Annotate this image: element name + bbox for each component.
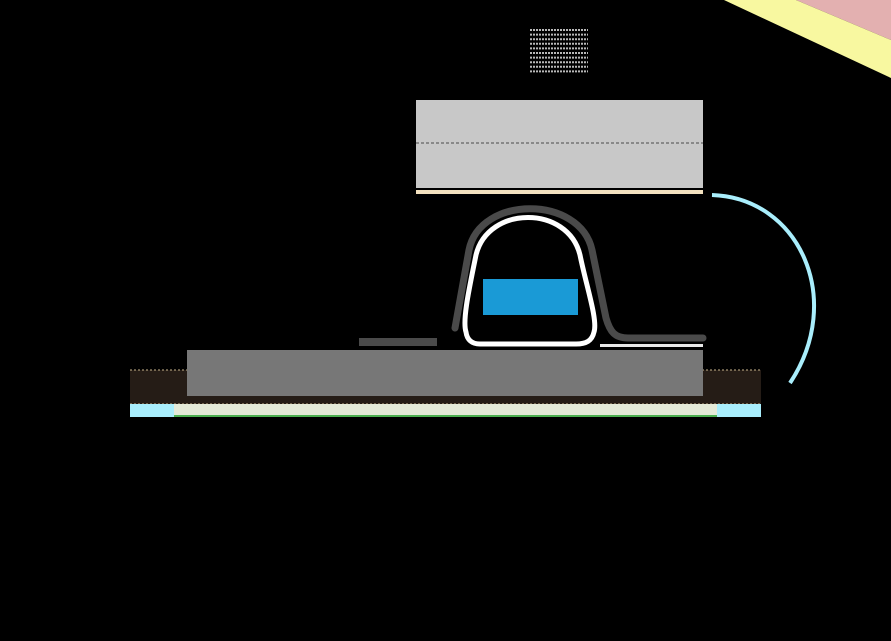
yellow-band <box>724 0 891 78</box>
cyan-foot-right <box>717 404 761 417</box>
cream-strip-inner <box>176 406 715 413</box>
upper-block-base-line <box>416 190 703 194</box>
upper-block <box>416 100 703 188</box>
blue-chip <box>483 279 578 315</box>
outer-arch <box>451 205 707 342</box>
main-slab <box>187 350 703 396</box>
inner-arch <box>462 215 598 347</box>
right-lead-line <box>600 344 703 347</box>
cyan-arc <box>711 193 816 385</box>
cyan-foot-left <box>130 404 174 417</box>
left-pad <box>359 338 437 346</box>
vent-grille <box>530 29 588 73</box>
